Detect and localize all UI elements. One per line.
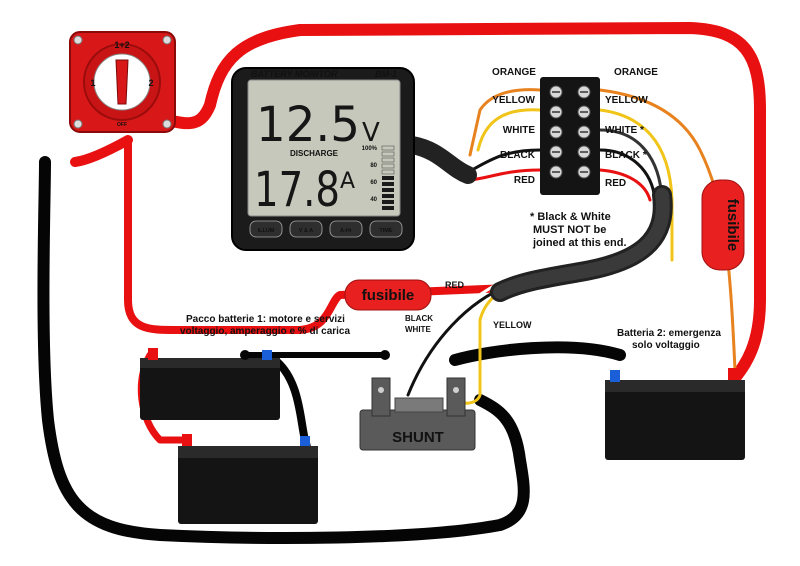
time-button-label: TIME xyxy=(379,228,392,234)
link-terminal-left xyxy=(240,350,250,360)
terminal-left-red: RED xyxy=(514,175,535,186)
battery-2 xyxy=(605,368,745,460)
terminal-right-black: BLACK * xyxy=(605,150,647,161)
bar-tick-60: 60 xyxy=(370,180,377,186)
switch-label-both: 1+2 xyxy=(114,40,129,50)
orange-wires xyxy=(468,88,737,372)
note-line-1: * Black & White xyxy=(530,211,611,223)
voltage-readout: 12.5 xyxy=(256,97,360,153)
charge-bar-graph xyxy=(381,145,395,210)
current-readout: 17.8 xyxy=(254,162,340,218)
terminal-left-black: BLACK xyxy=(500,150,536,161)
battery-switch: 1+2 1 2 OFF xyxy=(69,31,176,133)
terminal-left-white: WHITE xyxy=(503,125,536,136)
cable-bundle-left xyxy=(403,136,477,184)
terminal-right-red: RED xyxy=(605,178,626,189)
time-button[interactable] xyxy=(369,220,403,238)
battery2-title: Batteria 2: emergenza xyxy=(617,328,721,339)
battery1-title: Pacco batterie 1: motore e servizi xyxy=(186,314,345,325)
amp-hour-button[interactable] xyxy=(329,220,363,238)
terminal-right-yellow: YELLOW xyxy=(605,95,648,106)
current-unit: A xyxy=(340,169,355,194)
battery-1a xyxy=(140,348,280,420)
battery-1b xyxy=(178,434,318,524)
switch-label-one: 1 xyxy=(90,78,95,88)
fuse-side-label: fusibile xyxy=(724,199,741,252)
wire-label-red: RED xyxy=(445,280,465,290)
voltage-unit: V xyxy=(362,118,380,148)
bar-tick-100: 100% xyxy=(362,146,378,152)
switch-label-two: 2 xyxy=(148,78,153,88)
battery-monitor: BATTERY MONITOR BM-1 12.5 V DISCHARGE 17… xyxy=(231,67,415,251)
wire-label-black: BLACK xyxy=(405,314,433,323)
shunt-label: SHUNT xyxy=(392,429,444,446)
battery2-subtitle: solo voltaggio xyxy=(632,340,700,351)
monitor-buttons: ILLUM V & A A-Hr TIME xyxy=(249,220,403,238)
mode-label: DISCHARGE xyxy=(290,149,339,158)
shunt: SHUNT xyxy=(359,377,476,451)
terminal-right-orange: ORANGE xyxy=(614,67,658,78)
note-line-3: joined at this end. xyxy=(532,237,627,249)
battery1-subtitle: voltaggio, amperaggio e % di carica xyxy=(180,326,350,337)
cable-bundle-right-texture xyxy=(493,188,670,299)
terminal-block: ORANGE YELLOW WHITE BLACK RED ORANGE YEL… xyxy=(492,67,658,195)
wire-label-yellow: YELLOW xyxy=(493,320,532,330)
illum-button-label: ILLUM xyxy=(258,228,275,234)
monitor-model: BM-1 xyxy=(375,69,397,79)
monitor-brand: BATTERY MONITOR xyxy=(251,69,338,79)
fuse-main-label: fusibile xyxy=(362,287,415,304)
bar-tick-40: 40 xyxy=(370,197,377,203)
switch-label-off: OFF xyxy=(117,122,127,128)
note-line-2: MUST NOT be xyxy=(533,224,606,236)
terminal-right-white: WHITE * xyxy=(605,125,644,136)
amp-hour-button-label: A-Hr xyxy=(340,228,353,234)
wiring-note: * Black & White MUST NOT be joined at th… xyxy=(530,211,627,249)
fuse-main: fusibile xyxy=(344,279,432,311)
terminal-left-orange: ORANGE xyxy=(492,67,536,78)
illum-button[interactable] xyxy=(249,220,283,238)
volt-amp-button-label: V & A xyxy=(299,228,313,234)
link-terminal-right xyxy=(380,350,390,360)
bar-tick-80: 80 xyxy=(370,163,377,169)
fuse-side: fusibile xyxy=(701,179,745,271)
volt-amp-button[interactable] xyxy=(289,220,323,238)
wire-label-white: WHITE xyxy=(405,325,431,334)
terminal-left-yellow: YELLOW xyxy=(492,95,535,106)
